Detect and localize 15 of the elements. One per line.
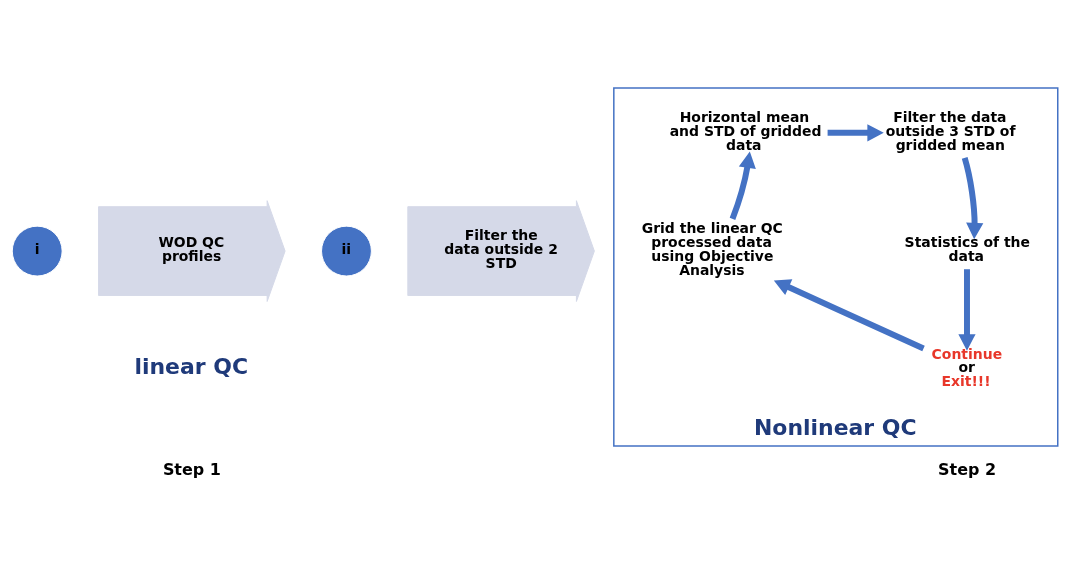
node-text: Horizontal mean and STD of gridded data — [669, 108, 822, 153]
label: Step 2 — [938, 459, 997, 479]
node-text: Grid the linear QC processed data using Objective Analysis — [641, 219, 783, 278]
node-text: Continue or Exit!!! — [931, 345, 1003, 389]
node-circle: i — [11, 225, 63, 276]
arrow — [827, 123, 884, 141]
arrow — [729, 151, 756, 220]
arrow — [961, 156, 984, 239]
node-text: Statistics of the data — [904, 233, 1030, 264]
label: linear QC — [134, 353, 249, 379]
node-circle: ii — [321, 225, 372, 276]
label: Step 1 — [162, 459, 221, 479]
arrow — [958, 268, 976, 351]
node-text: Filter the data outside 3 STD of gridded mean — [885, 108, 1016, 153]
arrow — [773, 278, 925, 351]
